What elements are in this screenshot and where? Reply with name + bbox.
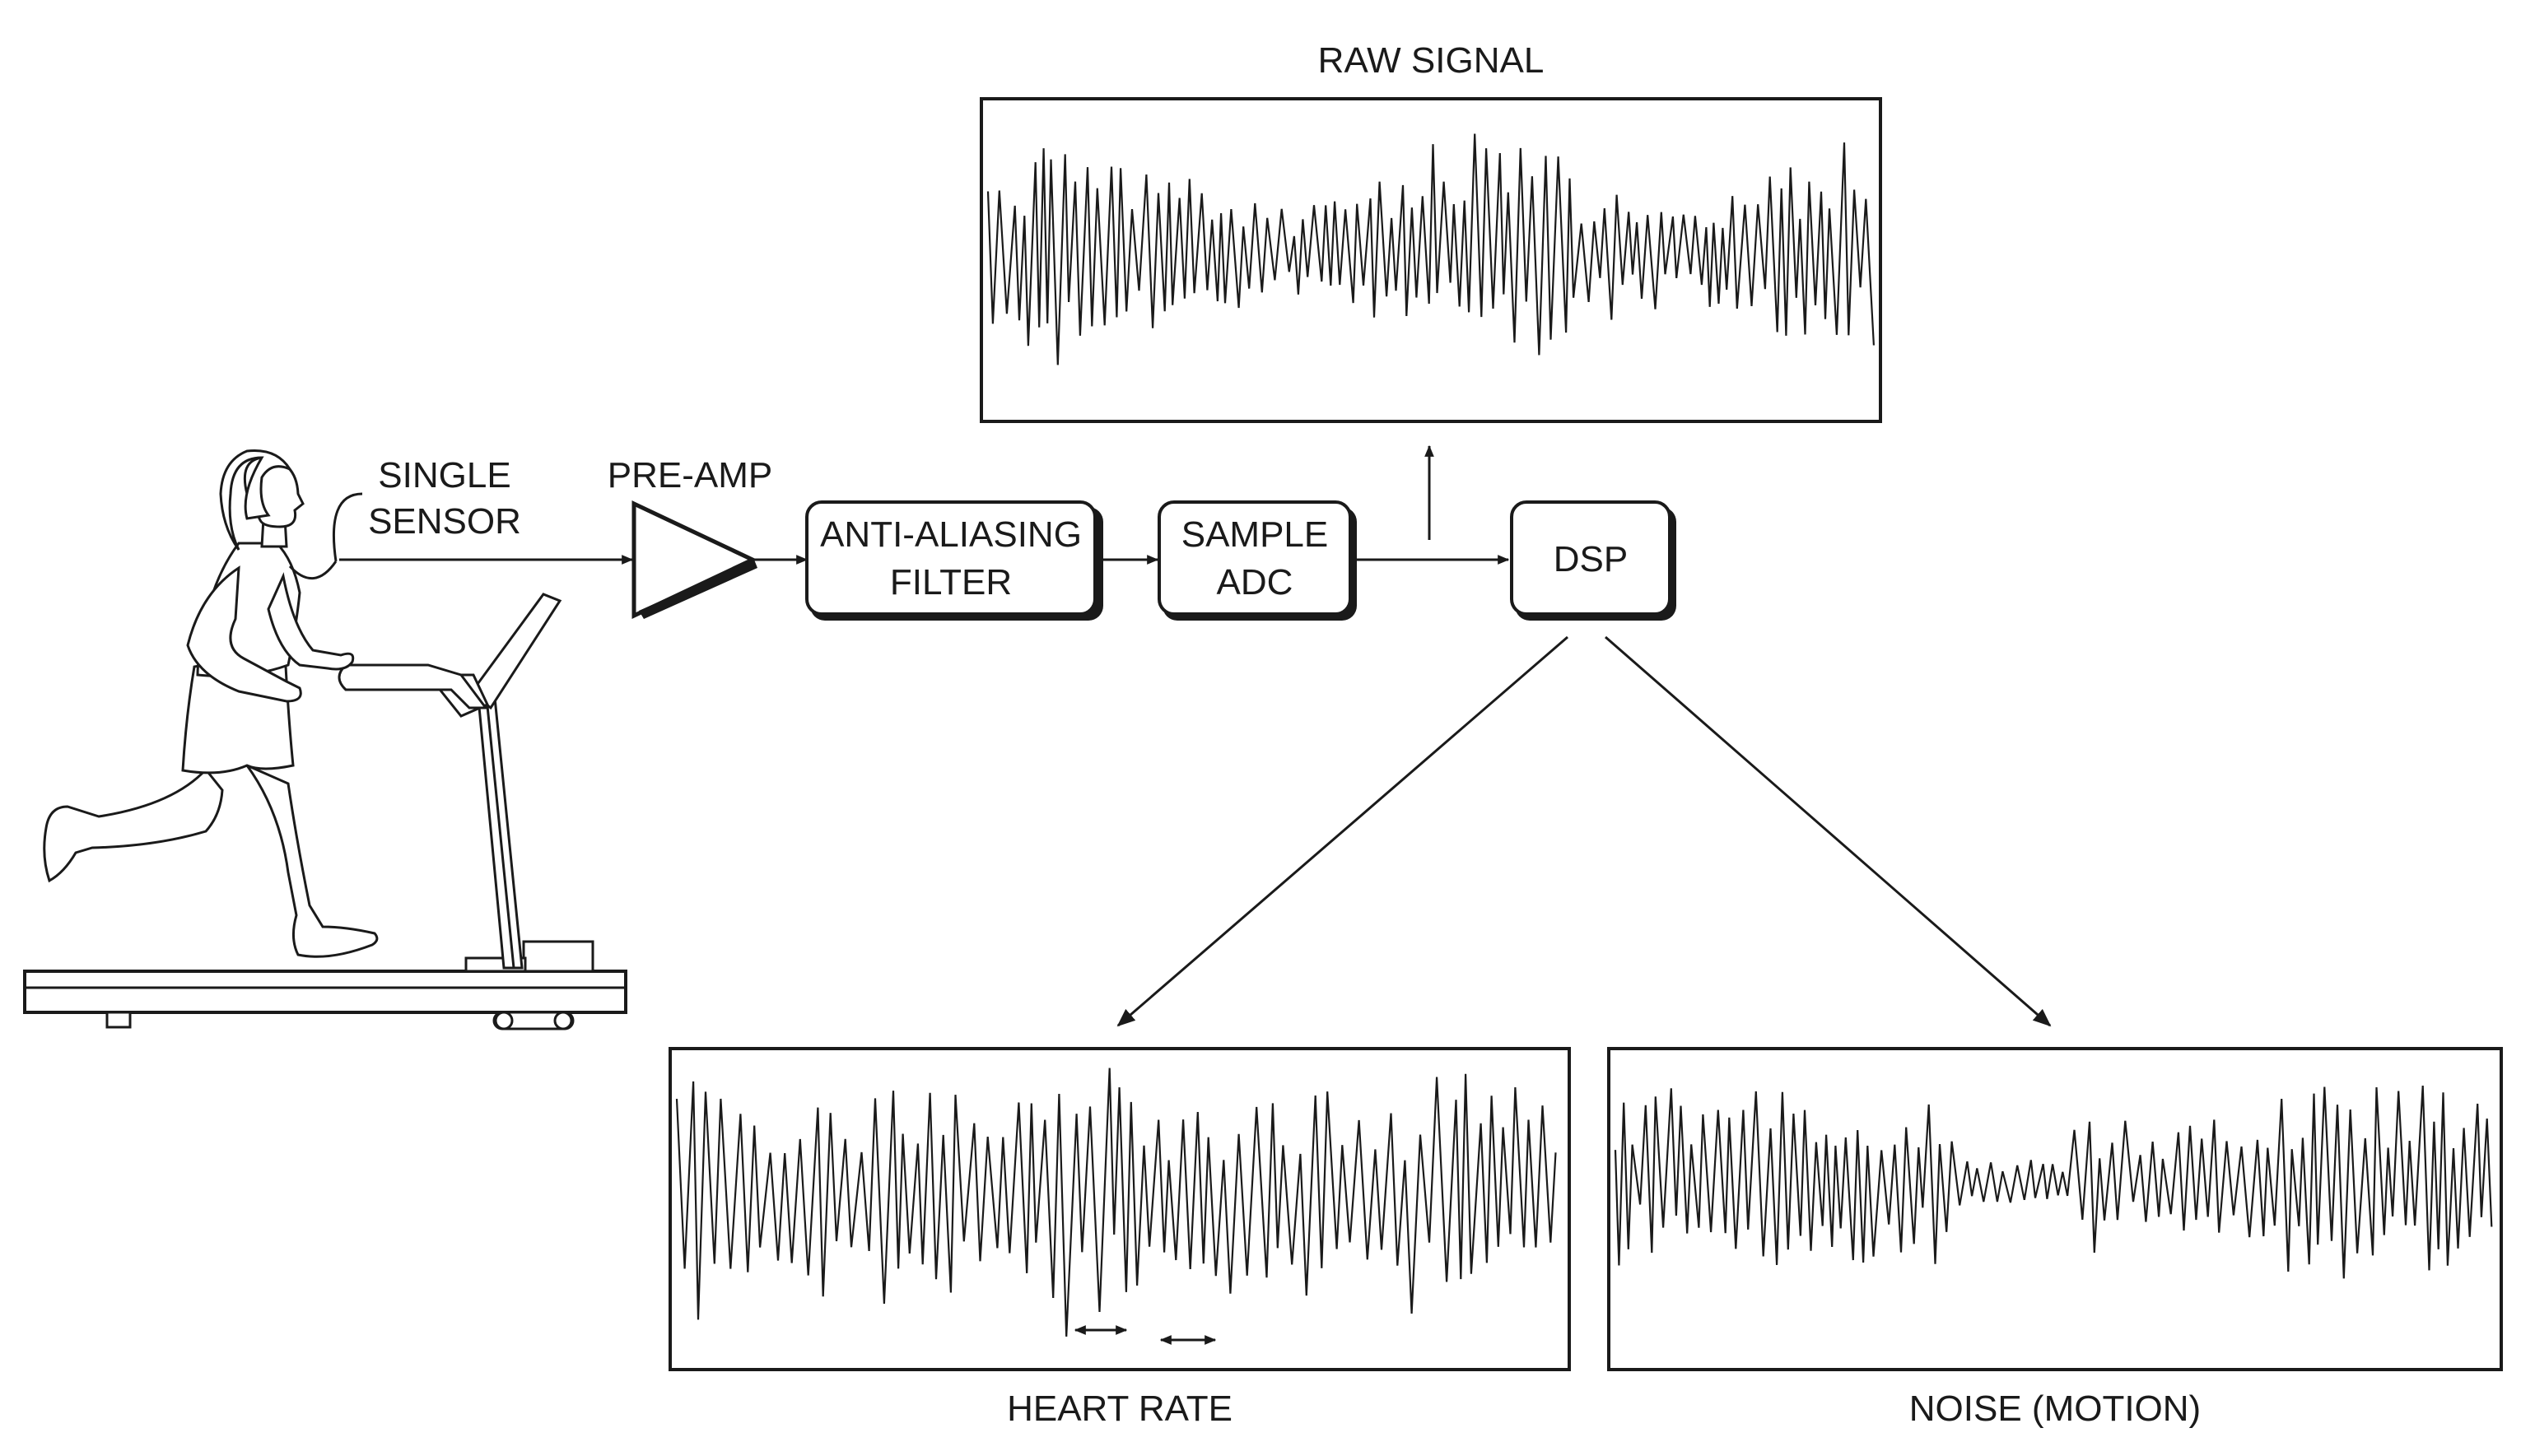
dsp-label: DSP [1554, 539, 1628, 579]
raw-signal-title: RAW SIGNAL [1318, 40, 1545, 81]
dsp-to-heart-rate-arrow [1118, 637, 1568, 1026]
preamp-triangle [634, 504, 757, 619]
noise-title: NOISE (MOTION) [1909, 1389, 2201, 1429]
filter-label-line1: ANTI-ALIASING [820, 514, 1082, 555]
anti-aliasing-filter-block: ANTI-ALIASING FILTER [807, 502, 1103, 621]
adc-label-line2: ADC [1217, 562, 1293, 602]
adc-label-line1: SAMPLE [1181, 514, 1329, 555]
dsp-to-noise-arrow [1605, 637, 2050, 1026]
sample-adc-block: SAMPLE ADC [1159, 502, 1357, 621]
runner-on-treadmill-illustration [25, 450, 626, 1029]
sensor-label-line2: SENSOR [368, 501, 521, 542]
preamp-label: PRE-AMP [608, 455, 772, 495]
noise-panel [1609, 1049, 2501, 1370]
filter-label-line2: FILTER [890, 562, 1012, 602]
dsp-block: DSP [1512, 502, 1676, 621]
sensor-label-line1: SINGLE [378, 455, 510, 495]
heart-rate-title: HEART RATE [1007, 1389, 1233, 1429]
